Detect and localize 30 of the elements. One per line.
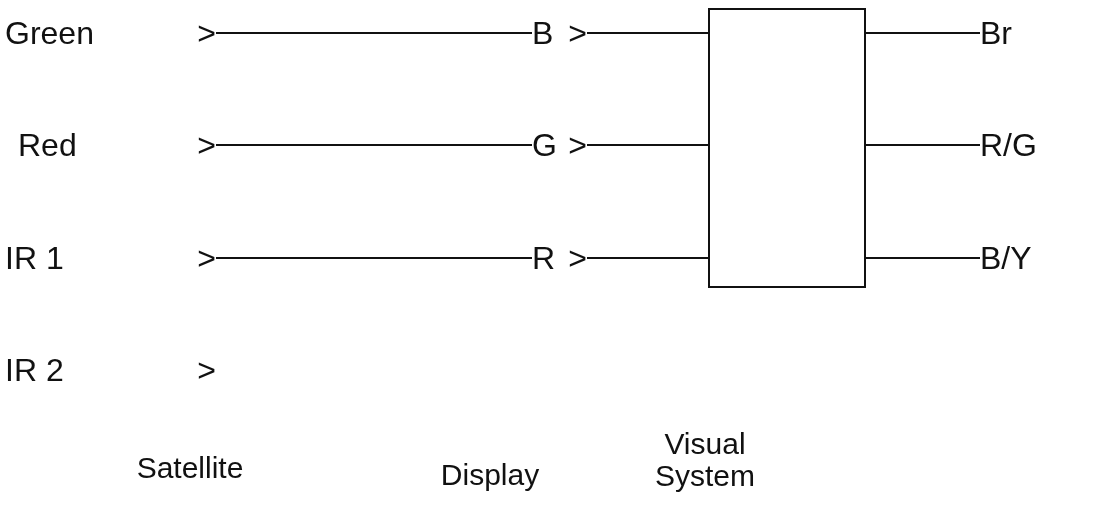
- connector-line: [586, 257, 709, 259]
- connector-line: [586, 144, 709, 146]
- signal-label: IR 2: [5, 352, 64, 388]
- connector-line: [586, 32, 709, 34]
- connector-line: [865, 32, 981, 34]
- connector-line: [865, 144, 981, 146]
- chevron-symbol: >: [197, 15, 216, 51]
- signal-label: R/G: [980, 127, 1046, 163]
- column-caption: Satellite: [135, 452, 245, 484]
- signal-label: B/Y: [980, 240, 1046, 276]
- chevron-symbol: >: [197, 352, 216, 388]
- signal-label: G: [532, 127, 557, 163]
- signal-label: Red: [18, 127, 77, 163]
- chevron-symbol: >: [197, 240, 216, 276]
- connector-line: [215, 144, 533, 146]
- box-shape: [708, 8, 866, 288]
- column-caption: Visual System: [654, 428, 756, 492]
- chevron-symbol: >: [197, 127, 216, 163]
- signal-label: R: [532, 240, 556, 276]
- connector-line: [215, 257, 533, 259]
- connector-line: [865, 257, 981, 259]
- chevron-symbol: >: [568, 15, 587, 51]
- signal-label: Br: [980, 15, 1024, 51]
- signal-label: IR 1: [5, 240, 64, 276]
- column-caption: Display: [439, 459, 541, 491]
- signal-label: Green: [5, 15, 94, 51]
- connector-line: [215, 32, 533, 34]
- chevron-symbol: >: [568, 240, 587, 276]
- chevron-symbol: >: [568, 127, 587, 163]
- signal-label: B: [532, 15, 554, 51]
